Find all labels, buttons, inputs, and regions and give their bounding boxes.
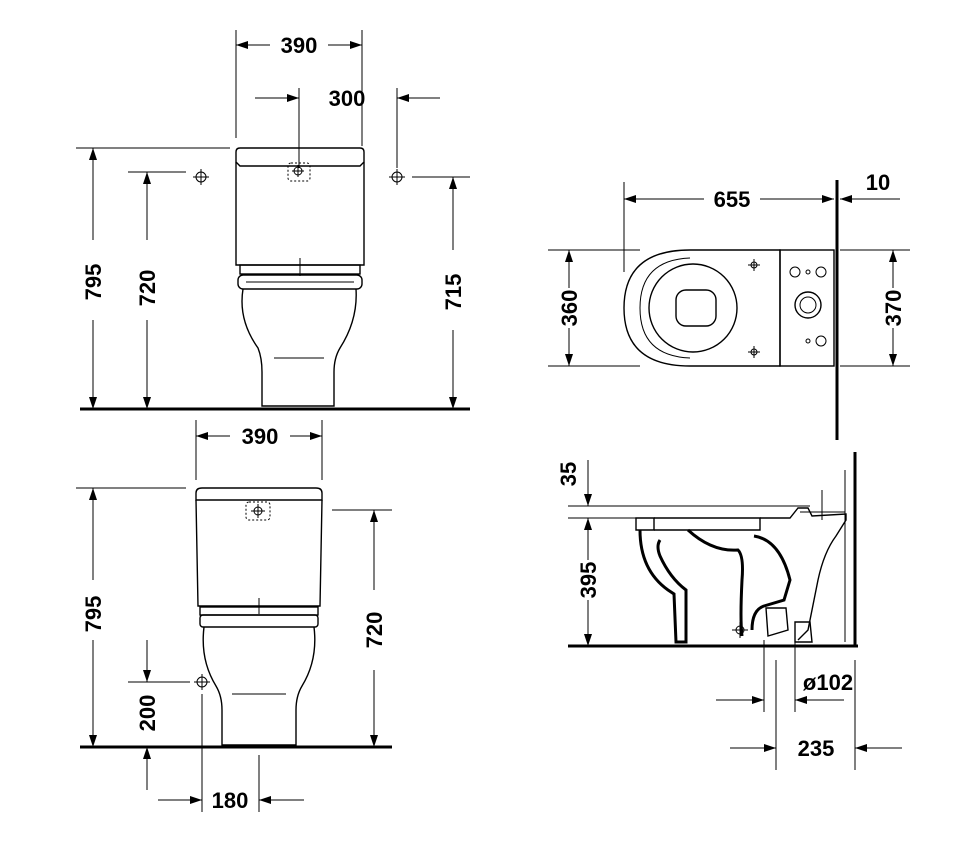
tank-top bbox=[779, 249, 835, 367]
dim-front-width: 390 bbox=[281, 33, 318, 58]
dim-wall-gap: 10 bbox=[866, 170, 890, 195]
outlet-section bbox=[765, 607, 789, 637]
dim-side-tank-height: 720 bbox=[362, 612, 387, 649]
bowl bbox=[241, 288, 357, 407]
bowl-interior bbox=[686, 528, 744, 637]
dim-tank-width: 370 bbox=[881, 290, 906, 327]
dim-side-width: 390 bbox=[242, 424, 279, 449]
dim-front-tank-height: 720 bbox=[135, 270, 160, 307]
seat-ring bbox=[237, 274, 363, 290]
top-view: 655 10 360 370 bbox=[548, 170, 910, 440]
dim-seat-thickness: 35 bbox=[556, 462, 581, 486]
dim-supply-offset: 180 bbox=[212, 788, 249, 813]
tank-lid bbox=[195, 487, 323, 501]
bowl-outlet bbox=[675, 289, 717, 327]
tank-profile bbox=[760, 507, 847, 641]
dim-seat-height: 395 bbox=[576, 562, 601, 599]
bowl-front-section bbox=[638, 529, 688, 644]
dim-bowl-width: 360 bbox=[557, 290, 582, 327]
trap-section bbox=[750, 534, 792, 631]
tank-body bbox=[195, 499, 323, 607]
dim-side-total-height: 795 bbox=[81, 596, 106, 633]
side-view: 390 795 720 200 180 bbox=[76, 420, 392, 813]
seat-ring bbox=[199, 614, 319, 628]
bowl-rim bbox=[648, 263, 738, 353]
bowl-outline bbox=[623, 249, 781, 367]
dim-top-length: 655 bbox=[714, 187, 751, 212]
front-view: 390 300 795 720 715 bbox=[76, 30, 470, 411]
seat-lid bbox=[654, 517, 761, 531]
flush-button-icon bbox=[245, 501, 271, 521]
dim-fixing-spacing: 300 bbox=[329, 86, 366, 111]
dim-outlet-diameter: ø102 bbox=[803, 670, 853, 695]
dim-outlet-distance: 235 bbox=[798, 736, 835, 761]
dim-fixing-height: 715 bbox=[441, 274, 466, 311]
bowl bbox=[202, 626, 316, 746]
section-view: 35 395 ø102 235 bbox=[556, 452, 902, 770]
tank-body bbox=[235, 162, 365, 266]
dim-supply-height: 200 bbox=[135, 695, 160, 732]
seat-front bbox=[635, 517, 655, 531]
dim-front-total-height: 795 bbox=[81, 264, 106, 301]
flush-valve bbox=[794, 291, 822, 319]
tank-lid bbox=[235, 147, 365, 167]
